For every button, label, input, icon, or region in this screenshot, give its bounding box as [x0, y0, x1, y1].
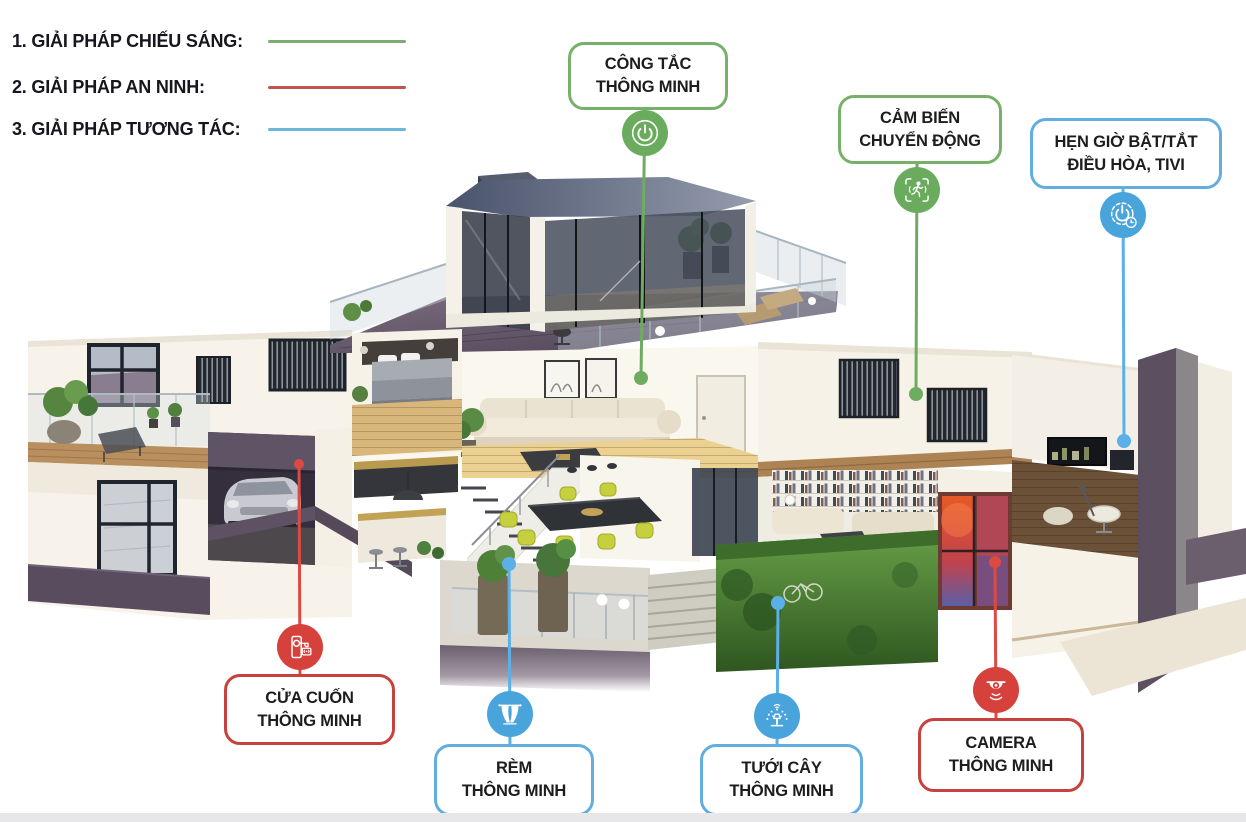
legend-line-interaction [268, 128, 406, 131]
callout-smart-switch-line2: THÔNG MINH [595, 78, 701, 96]
callout-ac-tv-timer-line2: ĐIỀU HÒA, TIVI [1067, 155, 1185, 174]
door-lock-icon [284, 631, 316, 663]
callout-smart-switch-line1: CÔNG TẮC [604, 55, 692, 73]
power-icon [629, 117, 661, 149]
footer-bar [0, 813, 1246, 822]
smart-switch-badge [622, 110, 668, 156]
tv [1047, 437, 1107, 466]
bedroom [352, 329, 462, 456]
callout-ac-tv-timer: HẸN GIỜ BẬT/TẮT ĐIỀU HÒA, TIVI [1030, 118, 1222, 189]
legend-item-interaction: 3. GIẢI PHÁP TƯƠNG TÁC: [12, 119, 406, 143]
callout-smart-curtain-line1: RÈM [495, 759, 533, 777]
connector-dots [294, 371, 1131, 610]
callout-smart-curtain-line2: THÔNG MINH [461, 782, 567, 800]
callout-smart-rolling-door-line2: THÔNG MINH [257, 711, 362, 730]
callout-ac-tv-timer-line1: HẸN GIỜ BẬT/TẮT [1054, 132, 1198, 151]
callout-smart-rolling-door: CỬA CUỐN THÔNG MINH [224, 674, 395, 745]
home-office [1012, 352, 1140, 560]
callout-motion-sensor-line2: CHUYỂN ĐỘNG [859, 131, 981, 150]
callout-smart-curtain: RÈM THÔNG MINH [434, 744, 594, 816]
callout-smart-camera-line1: CAMERA [965, 734, 1037, 752]
sprinkler-icon [766, 700, 788, 732]
smart-rolling-door-badge [277, 624, 323, 670]
motion-sensor-badge [894, 167, 940, 213]
smart-irrigation-badge [754, 693, 800, 739]
callout-smart-switch: CÔNG TẮC THÔNG MINH [568, 42, 728, 110]
callout-smart-camera-line2: THÔNG MINH [948, 757, 1054, 775]
lower-right-wall [1011, 542, 1141, 658]
dome-camera-icon [980, 674, 1012, 706]
lower-terrace [440, 539, 723, 692]
kitchen [354, 456, 458, 569]
callout-motion-sensor-line1: CẢM BIẾN [880, 108, 960, 127]
legend-item-lighting: 1. GIẢI PHÁP CHIẾU SÁNG: [12, 31, 406, 55]
power-timer-icon [1107, 199, 1139, 231]
right-cut-wall [1060, 348, 1246, 696]
smart-curtain-badge [487, 691, 533, 737]
right-wing-facade [757, 342, 1033, 477]
grass-courtyard [716, 530, 938, 672]
callout-smart-irrigation-line1: TƯỚI CÂY [741, 759, 822, 777]
smart-camera-badge [973, 667, 1019, 713]
bicycle [783, 583, 823, 603]
upper-living-room [352, 346, 760, 478]
ac-tv-timer-badge [1100, 192, 1146, 238]
motion-sensor-icon [901, 174, 933, 206]
legend-label-security: 2. GIẢI PHÁP AN NINH: [12, 77, 205, 97]
legend-label-lighting: 1. GIẢI PHÁP CHIẾU SÁNG: [12, 31, 243, 51]
callout-smart-camera: CAMERA THÔNG MINH [918, 718, 1084, 792]
callout-smart-irrigation: TƯỚI CÂY THÔNG MINH [700, 744, 863, 816]
legend-label-interaction: 3. GIẢI PHÁP TƯƠNG TÁC: [12, 119, 241, 139]
callout-motion-sensor: CẢM BIẾN CHUYỂN ĐỘNG [838, 95, 1002, 164]
callout-smart-rolling-door-line1: CỬA CUỐN [265, 688, 354, 707]
legend-item-security: 2. GIẢI PHÁP AN NINH: [12, 77, 406, 101]
legend-line-security [268, 86, 406, 89]
dining-area [499, 455, 758, 562]
curtain-icon [498, 704, 522, 730]
left-wing [27, 330, 412, 620]
library-lounge [758, 468, 940, 556]
legend-line-lighting [268, 40, 406, 43]
callout-smart-irrigation-line2: THÔNG MINH [729, 782, 834, 800]
penthouse [446, 172, 756, 332]
orange-glass-door [938, 468, 1012, 610]
